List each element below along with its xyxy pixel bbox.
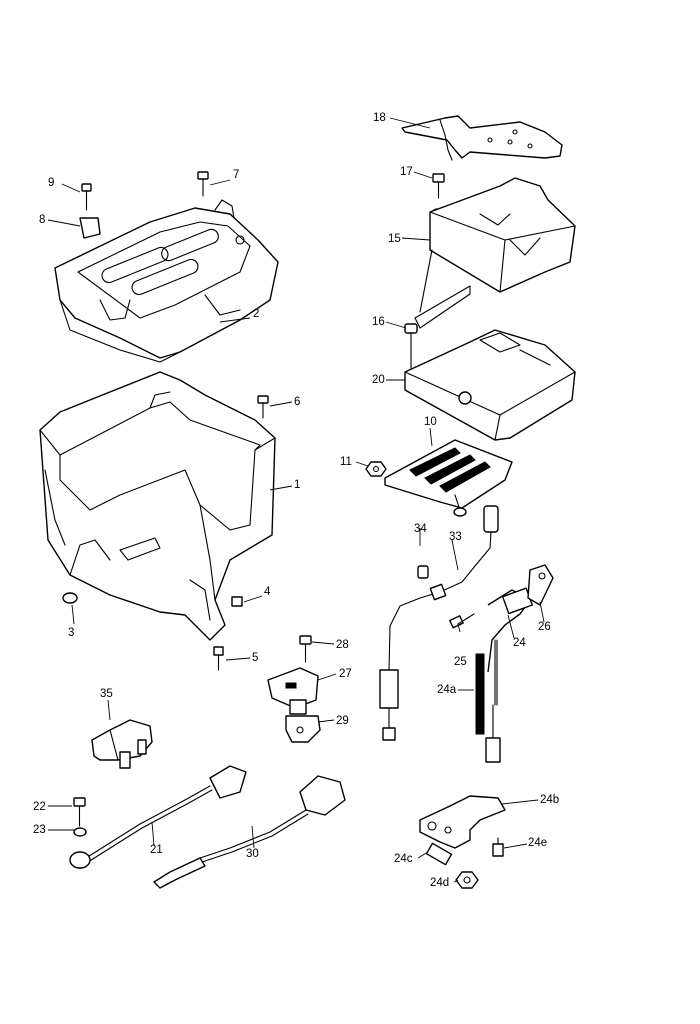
part-22-bolt xyxy=(73,797,86,827)
callout-6: 6 xyxy=(294,396,300,408)
callout-5: 5 xyxy=(252,652,258,664)
callout-9: 9 xyxy=(48,177,54,189)
part-26-flange xyxy=(527,564,554,606)
callout-26: 26 xyxy=(538,621,551,633)
part-27-sensor xyxy=(267,667,319,715)
part-28-screw xyxy=(299,635,312,663)
part-10-plate xyxy=(384,439,513,517)
callout-33: 33 xyxy=(449,531,462,543)
callout-30: 30 xyxy=(246,848,259,860)
callout-1: 1 xyxy=(294,479,300,491)
part-11-nut xyxy=(365,461,387,477)
callout-24d: 24d xyxy=(430,877,449,889)
callout-29: 29 xyxy=(336,715,349,727)
part-25-screw xyxy=(449,613,475,629)
callout-35: 35 xyxy=(100,688,113,700)
part-33-sensor xyxy=(379,505,499,741)
part-24-sensor xyxy=(487,587,533,706)
part-2-cover xyxy=(54,199,279,363)
part-9-screw xyxy=(81,183,92,211)
callout-labels: 9 8 7 2 6 1 3 4 5 18 17 15 16 20 10 11 3… xyxy=(33,112,559,889)
callout-18: 18 xyxy=(373,112,386,124)
callout-4: 4 xyxy=(264,586,271,598)
callout-25: 25 xyxy=(454,656,467,668)
part-6-screw xyxy=(257,395,269,419)
callout-15: 15 xyxy=(388,233,401,245)
callout-3: 3 xyxy=(68,627,74,639)
part-24a-sleeve xyxy=(475,653,501,763)
part-29-bracket xyxy=(285,715,321,743)
callout-24a: 24a xyxy=(437,684,457,696)
callout-20: 20 xyxy=(372,374,385,386)
part-18-bracket xyxy=(401,115,563,161)
part-3-grommet xyxy=(62,592,78,604)
part-20-control-unit xyxy=(404,329,576,441)
callout-24b: 24b xyxy=(540,794,559,806)
callout-22: 22 xyxy=(33,801,46,813)
part-7-screw xyxy=(197,171,209,197)
callout-24e: 24e xyxy=(528,837,547,849)
callout-17: 17 xyxy=(400,166,413,178)
part-21-sensor xyxy=(69,765,247,869)
part-8-clip xyxy=(79,217,101,239)
callout-34: 34 xyxy=(414,523,427,535)
part-1-box xyxy=(39,371,276,641)
part-30-probe xyxy=(153,775,346,889)
part-24c-sleeve xyxy=(425,842,453,866)
callout-10: 10 xyxy=(424,416,437,428)
callout-24: 24 xyxy=(513,637,526,649)
callout-23: 23 xyxy=(33,824,46,836)
callout-11: 11 xyxy=(340,456,352,468)
callout-8: 8 xyxy=(39,214,45,226)
callout-21: 21 xyxy=(150,844,163,856)
part-5-bolt xyxy=(213,646,224,671)
part-24b-bracket xyxy=(419,795,506,849)
part-35-valve xyxy=(91,719,153,769)
callout-7: 7 xyxy=(233,169,239,181)
callout-16: 16 xyxy=(372,316,385,328)
callout-24c: 24c xyxy=(394,853,413,865)
leader-lines xyxy=(47,117,545,883)
part-4-nut xyxy=(231,596,243,607)
part-34-clip xyxy=(417,565,429,579)
part-15-housing xyxy=(414,177,576,329)
part-24d-nut xyxy=(455,871,479,889)
part-24e-bolt xyxy=(492,837,504,857)
part-23-washer xyxy=(73,827,87,837)
callout-28: 28 xyxy=(336,639,349,651)
callout-2: 2 xyxy=(253,308,259,320)
callout-27: 27 xyxy=(339,668,352,680)
